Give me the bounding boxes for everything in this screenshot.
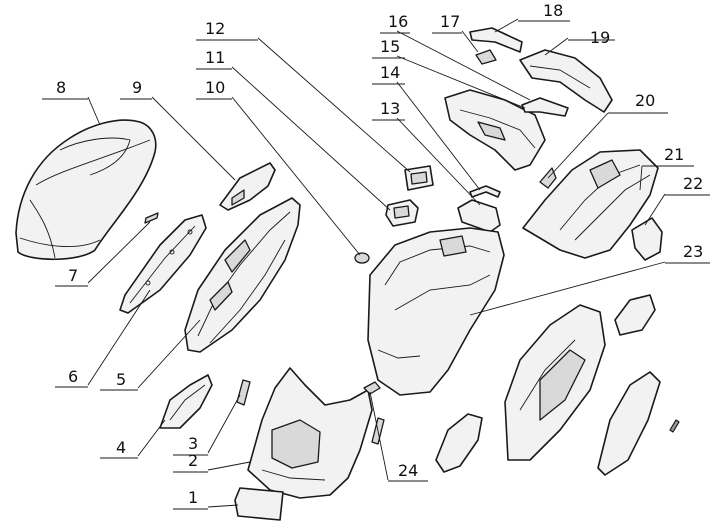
callout-16: 16 [380,12,410,34]
part-21-inner-tub [522,149,659,259]
svg-text:1: 1 [188,488,198,507]
callout-2: 2 [173,451,208,473]
part-12-switch [404,165,434,191]
part-9-bracket [219,162,276,211]
callout-23: 23 [665,242,710,264]
svg-text:3: 3 [188,434,198,453]
part-2-leg-shield [247,367,373,499]
callout-7: 7 [55,266,88,287]
svg-text:21: 21 [664,145,684,164]
part-4-front-bracket [159,374,213,429]
leader-lines [87,18,666,508]
part-small-clip [363,381,381,395]
part-7-emblem [144,212,159,224]
svg-text:4: 4 [116,438,126,457]
part-14-clip [469,185,501,198]
svg-text:5: 5 [116,370,126,389]
part-11-switch [385,199,419,227]
part-lower-trim [435,413,483,473]
svg-text:15: 15 [380,37,400,56]
callout-14: 14 [372,63,405,85]
svg-text:6: 6 [68,367,78,386]
callout-3: 3 [173,434,208,456]
part-23-storage-bin [367,227,505,396]
svg-text:17: 17 [440,12,460,31]
svg-text:20: 20 [635,91,655,110]
callout-19: 19 [568,28,615,47]
part-bolt [669,419,680,433]
svg-text:22: 22 [683,174,703,193]
svg-text:14: 14 [380,63,400,82]
svg-text:10: 10 [205,78,225,97]
callout-20: 20 [608,91,668,114]
callout-18: 18 [518,1,570,22]
part-1-plate [234,487,284,521]
callout-24: 24 [388,461,428,482]
svg-text:13: 13 [380,99,400,118]
callout-4: 4 [100,438,138,459]
svg-text:11: 11 [205,48,225,67]
callout-6: 6 [55,367,88,388]
part-3-trim [236,379,251,406]
callout-22: 22 [665,174,710,196]
callout-9: 9 [120,78,152,100]
svg-text:8: 8 [56,78,66,97]
svg-text:18: 18 [543,1,563,20]
callout-15: 15 [372,37,405,59]
callout-labels: 1 2 3 4 5 6 7 8 [42,1,710,510]
part-15-center-cover [444,89,546,171]
callout-17: 17 [432,12,462,34]
part-18-handle [469,27,523,53]
callout-21: 21 [642,145,694,167]
part-16-strip [521,97,569,117]
part-6-side-panel [119,214,207,314]
callout-11: 11 [196,48,232,70]
callout-13: 13 [372,99,405,121]
svg-text:19: 19 [590,28,610,47]
part-13-lid [457,199,501,233]
callout-8: 8 [42,78,88,100]
callout-1: 1 [173,488,208,510]
callout-10: 10 [196,78,232,100]
part-8-seat [15,119,157,261]
part-10-grommet [354,252,370,264]
part-right-panel [597,371,661,476]
svg-text:2: 2 [188,451,198,470]
part-19-rear-bracket [519,49,613,113]
part-22-duct [631,217,663,261]
part-17-clip [475,49,497,65]
svg-text:16: 16 [388,12,408,31]
callout-12: 12 [196,19,258,41]
part-upper-right-bracket [614,294,656,336]
svg-text:9: 9 [132,78,142,97]
part-5-inner-frame [184,197,301,353]
part-right-side-cover [504,304,606,461]
svg-text:12: 12 [205,19,225,38]
callout-5: 5 [100,370,138,391]
svg-text:23: 23 [683,242,703,261]
svg-text:7: 7 [68,266,78,285]
svg-text:24: 24 [398,461,418,480]
